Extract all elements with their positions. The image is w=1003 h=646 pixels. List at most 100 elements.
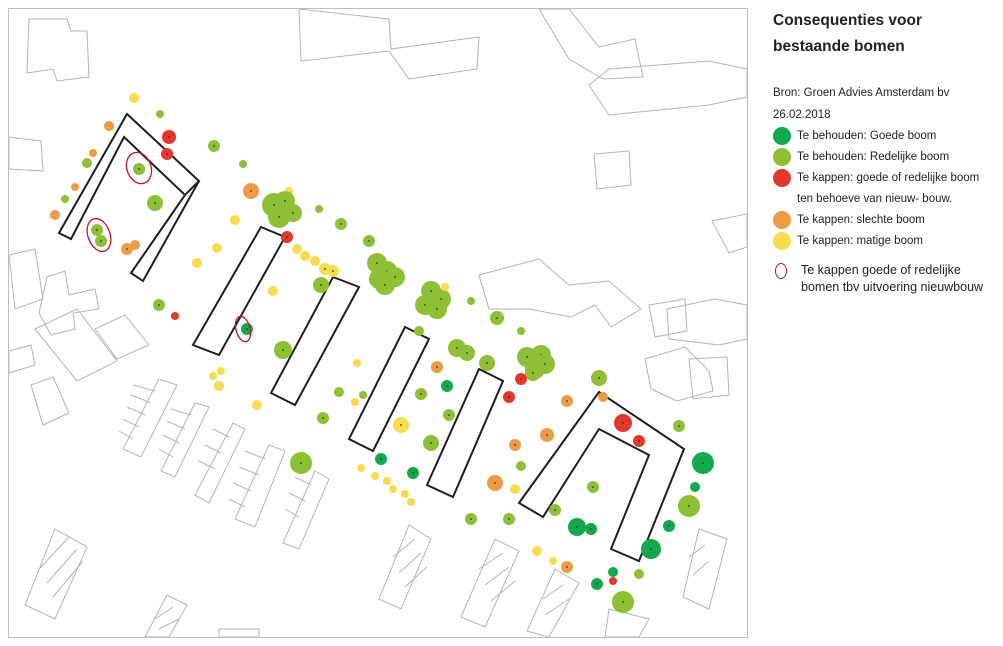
tree-trunk-dot	[332, 270, 334, 272]
new-buildings	[57, 112, 686, 563]
legend: Consequenties voor bestaande bomen Bron:…	[773, 8, 998, 296]
tree-trunk-dot	[166, 153, 168, 155]
tree-cut-moderate	[214, 381, 224, 391]
tree-cut-bad	[598, 392, 608, 402]
tree-trunk-dot	[650, 548, 652, 550]
tree-good	[608, 567, 618, 577]
site-map	[8, 8, 748, 638]
legend-swatch-icon	[773, 127, 791, 145]
tree-trunk-dot	[436, 366, 438, 368]
tree-trunk-dot	[456, 347, 458, 349]
tree-trunk-dot	[668, 525, 670, 527]
tree-trunk-dot	[576, 526, 578, 528]
tree-trunk-dot	[622, 601, 624, 603]
tree-trunk-dot	[376, 262, 378, 264]
tree-trunk-dot	[566, 400, 568, 402]
tree-cut-moderate	[389, 485, 397, 493]
legend-item: Te behouden: Goede boom	[773, 126, 998, 147]
tree-cut-moderate	[401, 490, 409, 498]
tree-trunk-dot	[430, 442, 432, 444]
tree-trunk-dot	[158, 304, 160, 306]
tree-cut-moderate	[407, 498, 415, 506]
legend-item-label: Te behouden: Redelijke boom	[797, 151, 950, 163]
tree-trunk-dot	[292, 212, 294, 214]
tree-reasonable	[467, 297, 475, 305]
tree-trunk-dot	[278, 216, 280, 218]
tree-trunk-dot	[284, 200, 286, 202]
tree-trunk-dot	[496, 317, 498, 319]
legend-item: Te kappen: goede of redelijke boom ten b…	[773, 168, 998, 210]
red-ring-icon	[775, 263, 787, 279]
tree-cut-bad	[89, 149, 97, 157]
tree-cut-moderate	[252, 400, 262, 410]
tree-trunk-dot	[286, 236, 288, 238]
tree-trunk-dot	[322, 417, 324, 419]
tree-trunk-dot	[400, 424, 402, 426]
tree-cut-bad	[71, 183, 79, 191]
tree-cut-bad	[130, 240, 140, 250]
tree-cut-moderate	[300, 251, 310, 261]
tree-cut-moderate	[129, 93, 139, 103]
tree-trunk-dot	[532, 372, 534, 374]
tree-trunk-dot	[384, 284, 386, 286]
legend-ring-item: Te kappen goede of redelijke bomen tbv u…	[773, 262, 998, 296]
tree-trunk-dot	[154, 202, 156, 204]
tree-cut-moderate	[192, 258, 202, 268]
tree-cut-bad	[104, 121, 114, 131]
tree-trunk-dot	[324, 268, 326, 270]
source-date: 26.02.2018	[773, 109, 831, 121]
felling-markers	[86, 151, 252, 343]
tree-reasonable	[156, 110, 164, 118]
legend-swatch-icon	[773, 148, 791, 166]
tree-trunk-dot	[446, 385, 448, 387]
legend-title: Consequenties voor bestaande bomen	[773, 12, 922, 55]
legend-item-label: Te kappen: slechte boom	[797, 214, 925, 226]
legend-swatch-icon	[773, 232, 791, 250]
tree-good	[690, 482, 700, 492]
tree-trunk-dot	[688, 505, 690, 507]
tree-reasonable	[359, 391, 367, 399]
tree-trunk-dot	[213, 145, 215, 147]
tree-trunk-dot	[96, 229, 98, 231]
tree-trunk-dot	[420, 393, 422, 395]
tree-cut-moderate	[549, 557, 557, 565]
tree-cut-newbuild	[609, 577, 617, 585]
map-canvas	[9, 9, 747, 637]
tree-reasonable	[414, 326, 424, 336]
tree-trunk-dot	[592, 486, 594, 488]
tree-reasonable	[239, 160, 247, 168]
trees	[50, 93, 714, 613]
legend-item: Te behouden: Redelijke boom	[773, 147, 998, 168]
tree-cut-moderate	[371, 472, 379, 480]
tree-trunk-dot	[466, 352, 468, 354]
tree-trunk-dot	[514, 444, 516, 446]
tree-trunk-dot	[250, 190, 252, 192]
tree-cut-moderate	[357, 464, 365, 472]
tree-trunk-dot	[320, 284, 322, 286]
tree-trunk-dot	[430, 290, 432, 292]
tree-cut-newbuild	[171, 312, 179, 320]
tree-cut-moderate	[217, 367, 225, 375]
legend-item: Te kappen: slechte boom	[773, 210, 998, 231]
tree-cut-moderate	[268, 286, 278, 296]
tree-trunk-dot	[138, 168, 140, 170]
tree-cut-moderate	[383, 477, 391, 485]
tree-trunk-dot	[544, 363, 546, 365]
tree-trunk-dot	[340, 223, 342, 225]
tree-trunk-dot	[300, 462, 302, 464]
tree-trunk-dot	[554, 509, 556, 511]
legend-swatch-icon	[773, 211, 791, 229]
tree-trunk-dot	[100, 240, 102, 242]
tree-reasonable	[315, 205, 323, 213]
tree-trunk-dot	[526, 356, 528, 358]
source-name: Bron: Groen Advies Amsterdam bv	[773, 87, 950, 99]
tree-cut-moderate	[510, 484, 520, 494]
tree-trunk-dot	[273, 204, 275, 206]
tree-cut-moderate	[209, 372, 217, 380]
tree-trunk-dot	[494, 482, 496, 484]
tree-trunk-dot	[470, 518, 472, 520]
tree-reasonable	[516, 461, 526, 471]
tree-trunk-dot	[546, 434, 548, 436]
tree-trunk-dot	[598, 377, 600, 379]
tree-cut-bad	[50, 210, 60, 220]
